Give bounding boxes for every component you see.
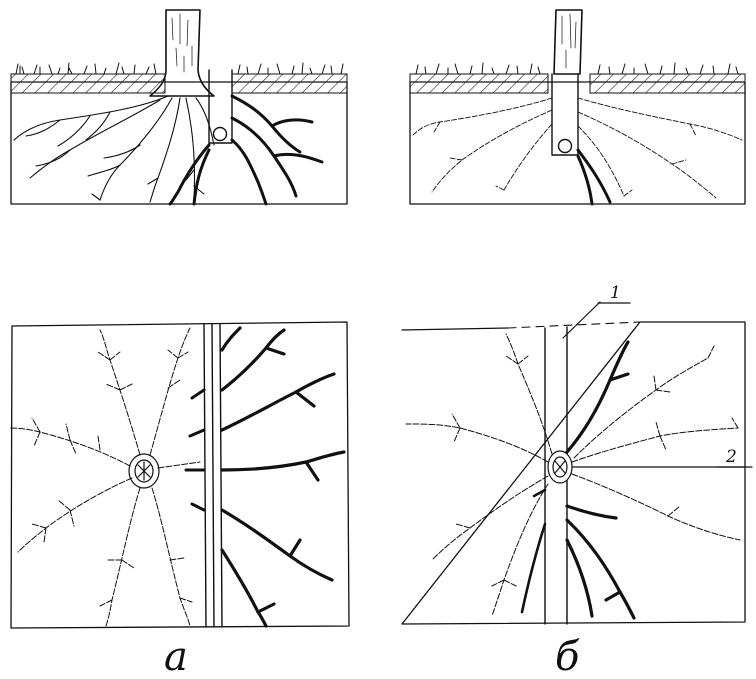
callout-label-2: 2	[725, 447, 737, 467]
topsoil-hatch-right	[232, 74, 347, 93]
stump-a	[129, 454, 159, 488]
cut-roots-plan-a	[222, 328, 344, 626]
cut-roots-a	[232, 96, 322, 204]
thin-roots-a	[14, 96, 214, 202]
section-view-a	[11, 10, 347, 204]
fine-roots-plan-a	[10, 328, 200, 626]
trench-lines-a	[204, 324, 222, 627]
tree-trunk-b	[554, 10, 582, 74]
topsoil-hatch-left	[11, 74, 165, 93]
caption-a: a	[164, 634, 188, 675]
plan-outline	[11, 322, 349, 628]
soil-block-outline	[11, 82, 347, 204]
cut-roots-left-a	[170, 145, 209, 204]
plan-view-a	[10, 322, 349, 628]
cut-roots-b	[578, 150, 610, 204]
trench-a	[209, 70, 232, 143]
drain-pipe-a	[214, 128, 227, 141]
bark-strokes-a	[172, 14, 192, 72]
leader-line-1	[563, 302, 600, 338]
caption-b: б	[555, 634, 580, 675]
grass-tufts	[16, 63, 343, 74]
grass-tufts	[416, 63, 738, 74]
topsoil-hatch-right	[590, 74, 745, 93]
stump-b	[548, 451, 572, 483]
section-view-b	[410, 10, 745, 204]
bark-strokes-b	[562, 14, 576, 68]
cut-roots-plan-b	[567, 342, 634, 618]
cut-stubs-plan-a	[186, 390, 204, 510]
trench-b	[552, 74, 578, 155]
drain-pipe-b	[559, 140, 572, 153]
callout-label-1: 1	[610, 283, 621, 303]
topsoil-hatch-left	[410, 74, 548, 93]
plan-outline	[402, 322, 745, 624]
fine-roots-plan-b	[406, 334, 740, 616]
thin-roots-b	[412, 98, 742, 198]
plan-view-b: 1 2	[402, 283, 752, 624]
